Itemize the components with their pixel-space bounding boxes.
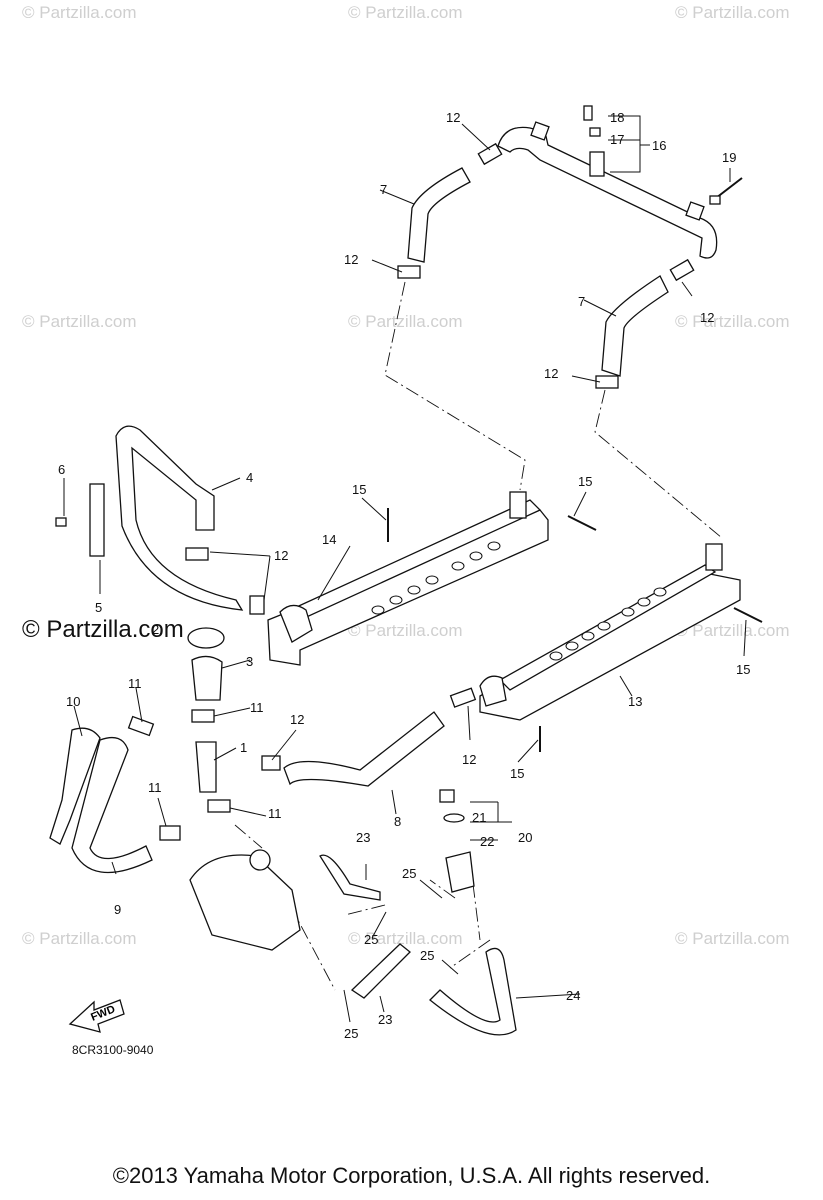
watermark-text: © Partzilla.com [22,3,137,22]
callout-5: 5 [95,600,102,615]
hose-8 [283,711,445,787]
callout-15: 15 [736,662,750,677]
bolt-19 [709,177,743,205]
callout-12: 12 [462,752,476,767]
callout-4: 4 [246,470,253,485]
hose-7-upper [407,167,471,263]
callout-19: 19 [722,150,736,165]
callout-25: 25 [420,948,434,963]
callout-15: 15 [578,474,592,489]
callout-16: 16 [652,138,666,153]
callout-12: 12 [344,252,358,267]
callout-10: 10 [66,694,80,709]
callout-12: 12 [544,366,558,381]
callout-18: 18 [610,110,624,125]
hose-4 [115,425,244,611]
callout-7: 7 [578,294,585,309]
callout-3: 3 [246,654,253,669]
callout-7: 7 [380,182,387,197]
watermark-text: © Partzilla.com [675,621,790,640]
callout-15: 15 [352,482,366,497]
watermark-text: © Partzilla.com [348,621,463,640]
callout-2: 2 [152,622,159,637]
clamps [127,142,695,841]
callout-1: 1 [240,740,247,755]
callout-labels: 1 2 3 4 5 6 7 7 8 9 10 11 11 11 11 12 12… [58,110,750,1041]
watermark-text: © Partzilla.com [675,312,790,331]
callout-17: 17 [610,132,624,147]
watermark-text: © Partzilla.com [348,929,463,948]
callout-11: 11 [250,700,264,715]
callout-12: 12 [290,712,304,727]
callout-8: 8 [394,814,401,829]
callout-11: 11 [128,676,142,691]
watermark-text: © Partzilla.com [22,929,137,948]
hose-24 [429,947,517,1036]
callout-14: 14 [322,532,336,547]
watermark-text: © Partzilla.com [22,312,137,331]
parts-diagram: © Partzilla.com © Partzilla.com © Partzi… [22,3,790,1041]
assembly-lines [234,281,723,991]
watermark-text: © Partzilla.com [675,3,790,22]
watermark-text: © Partzilla.com [348,312,463,331]
heat-exchanger-14 [267,491,549,666]
hose-1 [195,741,217,793]
watermark-text: © Partzilla.com [675,929,790,948]
callout-9: 9 [114,902,121,917]
upper-water-pipe [497,105,718,259]
leader-lines [63,115,747,1023]
hose-10 [49,727,101,845]
hose-9 [71,736,153,874]
fwd-arrow: FWD [68,999,125,1033]
callout-15: 15 [510,766,524,781]
partzilla-logo: © Partzilla.com [22,616,184,643]
copyright-notice: ©2013 Yamaha Motor Corporation, U.S.A. A… [112,1163,711,1188]
hose-23 [319,854,411,999]
watermarks: © Partzilla.com © Partzilla.com © Partzi… [22,3,790,948]
callout-20: 20 [518,830,532,845]
callout-25: 25 [344,1026,358,1041]
callout-12: 12 [700,310,714,325]
callout-11: 11 [268,806,282,821]
callout-23: 23 [356,830,370,845]
callout-6: 6 [58,462,65,477]
callout-22: 22 [480,834,494,849]
callout-25: 25 [364,932,378,947]
callout-23: 23 [378,1012,392,1027]
heat-exchanger-13 [479,543,741,721]
thermostat-2 [187,627,225,649]
callout-13: 13 [628,694,642,709]
callout-25: 25 [402,866,416,881]
watermark-text: © Partzilla.com [348,3,463,22]
callout-21: 21 [472,810,486,825]
fitting-20 [439,789,475,893]
callout-24: 24 [566,988,580,1003]
hose-7-right [601,275,669,377]
bracket-5 [55,483,105,557]
callout-12: 12 [446,110,460,125]
diagram-code: 8CR3100-9040 [72,1043,154,1057]
callout-11: 11 [148,780,162,795]
thermostat-cover-3 [191,655,223,701]
bolts-15 [387,508,763,752]
callout-12: 12 [274,548,288,563]
jet-pump-housing [189,849,301,951]
